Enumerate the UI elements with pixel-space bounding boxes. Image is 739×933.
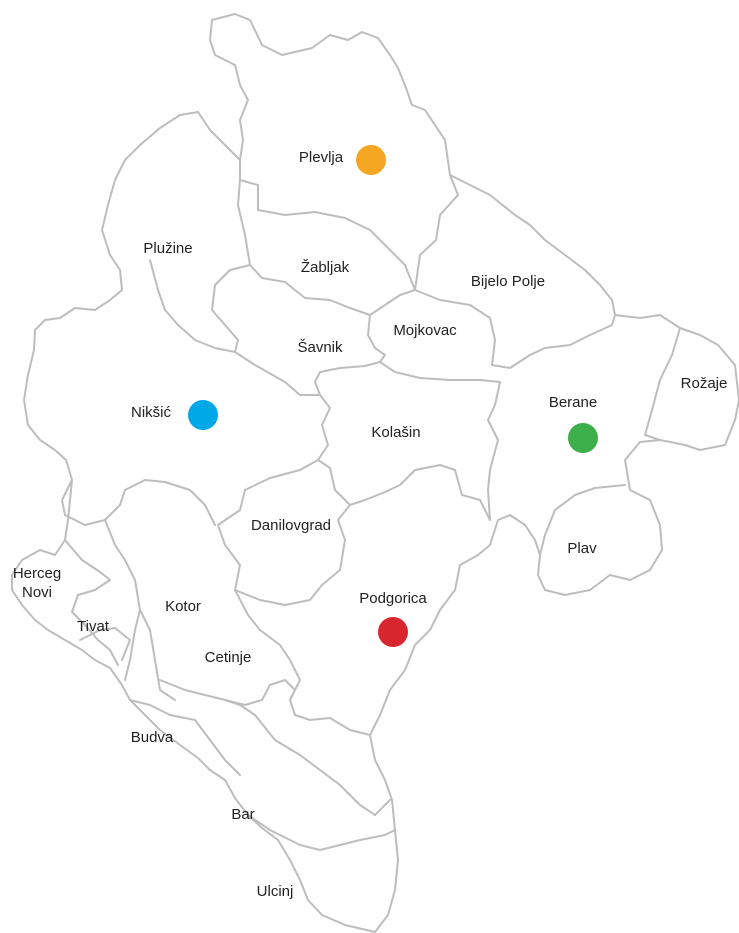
label-berane: Berane (549, 394, 597, 411)
municipality-labels: Plevlja Plužine Žabljak Bijelo Polje Moj… (13, 149, 728, 900)
border-savnik (211, 264, 251, 353)
label-tivat: Tivat (77, 618, 110, 635)
label-plav: Plav (567, 540, 597, 557)
marker-niksic[interactable] (188, 400, 218, 430)
border-podgorica-west (234, 589, 301, 716)
border-bar-ulcinj (247, 814, 396, 851)
label-zabljak: Žabljak (301, 259, 350, 276)
label-kolasin: Kolašin (371, 424, 420, 441)
label-podgorica: Podgorica (359, 590, 427, 607)
marker-podgorica[interactable] (378, 617, 408, 647)
marker-berane[interactable] (568, 423, 598, 453)
border-herceg-novi (64, 539, 119, 666)
border-kotor-west (104, 519, 141, 681)
label-kotor: Kotor (165, 598, 201, 615)
label-pluzine: Plužine (143, 240, 192, 257)
border-bijelo-polje-west (414, 174, 459, 291)
map-borders (11, 13, 739, 933)
label-budva: Budva (131, 729, 174, 746)
label-herceg-novi-line-2: Novi (22, 584, 52, 601)
label-bar: Bar (231, 806, 254, 823)
border-berane-west (487, 381, 501, 521)
border-cetinje-south (159, 679, 296, 706)
label-bijelo-polje: Bijelo Polje (471, 273, 545, 290)
markers (188, 145, 598, 647)
border-cetinje-east (224, 699, 391, 816)
label-herceg-novi-line-1: Herceg (13, 565, 61, 582)
label-savnik: Šavnik (297, 339, 343, 356)
border-pluzine-niksic (149, 259, 321, 396)
border-budva (129, 699, 241, 776)
border-podgorica-south (294, 714, 371, 736)
border-mojkovac-kolasin (367, 314, 501, 383)
border-kotor-cetinje (139, 609, 176, 701)
border-zabljak-south (249, 264, 371, 316)
label-rozaje: Rožaje (681, 375, 728, 392)
border-mojkovac-north (369, 289, 616, 369)
border-kolasin-south (349, 464, 491, 521)
border-savnik-kolasin (314, 361, 381, 396)
marker-plevlja[interactable] (356, 145, 386, 175)
label-plevlja: Plevlja (299, 149, 344, 166)
border-plevlja-south (239, 179, 416, 291)
label-cetinje: Cetinje (205, 649, 252, 666)
label-mojkovac: Mojkovac (393, 322, 457, 339)
border-rozaje (644, 327, 681, 441)
country-outline (11, 13, 739, 933)
border-tivat (79, 627, 131, 661)
label-ulcinj: Ulcinj (257, 883, 294, 900)
border-pluzine-east (237, 159, 251, 266)
label-danilovgrad: Danilovgrad (251, 517, 331, 534)
label-niksic: Nikšić (131, 404, 171, 421)
border-kolasin-west (317, 394, 351, 506)
border-plav (539, 484, 626, 556)
border-niksic-south (61, 479, 216, 526)
